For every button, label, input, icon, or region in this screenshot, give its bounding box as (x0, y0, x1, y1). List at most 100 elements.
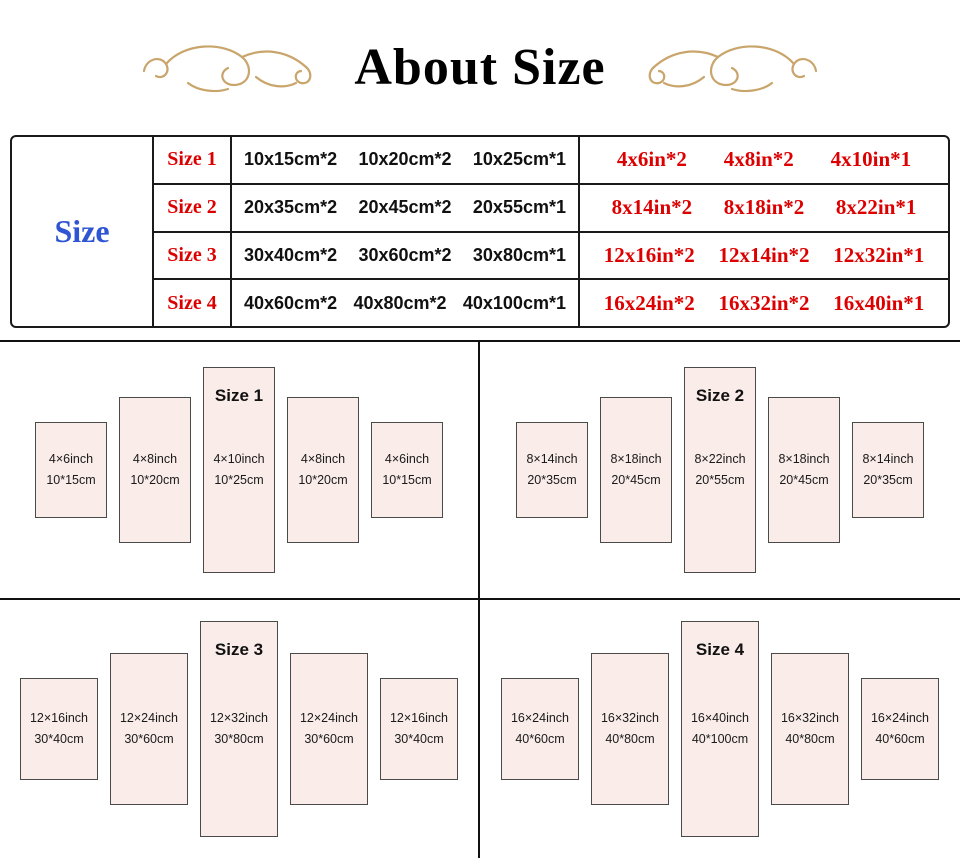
piece-cm-label: 30*60cm (124, 732, 174, 746)
inch-value: 4x10in*1 (830, 147, 912, 172)
inch-value: 8x22in*1 (835, 195, 917, 220)
piece-inch-label: 4×8inch (132, 451, 178, 466)
diagram-title: Size 3 (214, 640, 264, 659)
piece-cm-label: 20*35cm (863, 473, 913, 487)
piece-cm-label: 10*20cm (298, 473, 348, 487)
size-row-label: Size 1 (154, 137, 232, 183)
piece-inch-label: 4×8inch (300, 451, 346, 466)
size-2-diagram: 8×14inch 20*35cm 8×18inch 20*45cm Size 2… (480, 342, 960, 600)
cm-value: 10x25cm*1 (472, 149, 566, 170)
piece-cm-label: 20*55cm (695, 473, 745, 487)
inch-value: 12x14in*2 (718, 242, 810, 267)
canvas-piece: 8×14inch 20*35cm (516, 422, 588, 518)
size-row-cm-values: 30x40cm*2 30x60cm*2 30x80cm*1 (232, 232, 580, 279)
size-row-cm-values: 10x15cm*2 10x20cm*2 10x25cm*1 (232, 137, 580, 183)
inch-value: 12x16in*2 (603, 242, 695, 267)
piece-inch-label: 8×18inch (778, 451, 830, 466)
size-3-diagram: 12×16inch 30*40cm 12×24inch 30*60cm Size… (0, 600, 480, 858)
size-row-label: Size 2 (154, 184, 232, 231)
canvas-piece: 16×24inch 40*60cm (501, 678, 579, 780)
piece-inch-label: 4×6inch (384, 451, 430, 466)
canvas-piece: 4×8inch 10*20cm (119, 397, 191, 543)
piece-inch-label: 8×18inch (610, 451, 662, 466)
piece-cm-label: 10*15cm (46, 473, 96, 487)
size-row-cm-values: 20x35cm*2 20x45cm*2 20x55cm*1 (232, 184, 580, 231)
table-row: Size 2 20x35cm*2 20x45cm*2 20x55cm*1 8x1… (154, 184, 948, 233)
table-row: Size 1 10x15cm*2 10x20cm*2 10x25cm*1 4x6… (154, 137, 948, 185)
table-row: Size 3 30x40cm*2 30x60cm*2 30x80cm*1 12x… (154, 232, 948, 281)
piece-inch-label: 12×16inch (389, 710, 449, 725)
canvas-piece: 16×24inch 40*60cm (861, 678, 939, 780)
piece-inch-label: 12×32inch (209, 710, 269, 725)
piece-cm-label: 20*45cm (611, 473, 661, 487)
size-diagram-grid: 4×6inch 10*15cm 4×8inch 10*20cm Size 1 4… (0, 340, 960, 858)
table-row: Size 4 40x60cm*2 40x80cm*2 40x100cm*1 16… (154, 280, 948, 326)
inch-value: 16x24in*2 (603, 290, 695, 315)
piece-cm-label: 10*25cm (214, 473, 264, 487)
piece-cm-label: 40*100cm (691, 732, 749, 746)
piece-inch-label: 12×24inch (299, 710, 359, 725)
size-row-label: Size 4 (154, 280, 232, 326)
size-1-diagram: 4×6inch 10*15cm 4×8inch 10*20cm Size 1 4… (0, 342, 480, 600)
inch-value: 8x18in*2 (723, 195, 805, 220)
canvas-piece: 16×32inch 40*80cm (591, 653, 669, 805)
piece-inch-label: 16×32inch (600, 710, 660, 725)
inch-value: 16x40in*1 (833, 290, 925, 315)
size-row-inch-values: 12x16in*2 12x14in*2 12x32in*1 (580, 233, 948, 279)
cm-value: 40x60cm*2 (244, 292, 338, 313)
canvas-piece-center: Size 4 16×40inch 40*100cm (681, 621, 759, 837)
cm-value: 30x80cm*1 (472, 244, 566, 265)
cm-value: 20x35cm*2 (244, 197, 338, 218)
cm-value: 20x45cm*2 (358, 197, 452, 218)
canvas-piece: 16×32inch 40*80cm (771, 653, 849, 805)
piece-cm-label: 10*15cm (382, 473, 432, 487)
inch-value: 12x32in*1 (833, 242, 925, 267)
size-row-cm-values: 40x60cm*2 40x80cm*2 40x100cm*1 (232, 280, 580, 326)
canvas-piece-center: Size 2 8×22inch 20*55cm (684, 367, 756, 573)
piece-cm-label: 30*60cm (304, 732, 354, 746)
cm-value: 30x40cm*2 (244, 244, 338, 265)
cm-value: 40x80cm*2 (353, 292, 447, 313)
piece-cm-label: 40*60cm (875, 732, 925, 746)
flourish-right-icon (634, 33, 824, 103)
diagram-title: Size 1 (214, 386, 264, 405)
piece-inch-label: 8×14inch (526, 451, 578, 466)
canvas-piece: 12×16inch 30*40cm (380, 678, 458, 780)
size-4-diagram: 16×24inch 40*60cm 16×32inch 40*80cm Size… (480, 600, 960, 858)
piece-cm-label: 30*40cm (34, 732, 84, 746)
canvas-piece: 8×14inch 20*35cm (852, 422, 924, 518)
piece-cm-label: 40*80cm (785, 732, 835, 746)
piece-cm-label: 10*20cm (130, 473, 180, 487)
piece-inch-label: 4×6inch (48, 451, 94, 466)
diagram-title: Size 2 (695, 386, 745, 405)
piece-inch-label: 16×32inch (780, 710, 840, 725)
piece-cm-label: 30*80cm (214, 732, 264, 746)
cm-value: 30x60cm*2 (358, 244, 452, 265)
size-row-inch-values: 8x14in*2 8x18in*2 8x22in*1 (580, 185, 948, 231)
cm-value: 10x20cm*2 (358, 149, 452, 170)
flourish-left-icon (136, 33, 326, 103)
piece-inch-label: 4×10inch (213, 451, 265, 466)
canvas-piece: 12×24inch 30*60cm (290, 653, 368, 805)
header: About Size (0, 0, 960, 135)
cm-value: 40x100cm*1 (462, 292, 566, 313)
canvas-piece: 4×6inch 10*15cm (35, 422, 107, 518)
size-table: Size Size 1 10x15cm*2 10x20cm*2 10x25cm*… (10, 135, 950, 328)
inch-value: 4x6in*2 (616, 147, 687, 172)
size-row-inch-values: 4x6in*2 4x8in*2 4x10in*1 (580, 137, 948, 183)
piece-cm-label: 40*80cm (605, 732, 655, 746)
cm-value: 10x15cm*2 (244, 149, 338, 170)
piece-inch-label: 8×22inch (694, 451, 746, 466)
size-table-rows: Size 1 10x15cm*2 10x20cm*2 10x25cm*1 4x6… (154, 137, 948, 326)
piece-inch-label: 8×14inch (862, 451, 914, 466)
piece-inch-label: 12×24inch (119, 710, 179, 725)
piece-inch-label: 16×24inch (870, 710, 930, 725)
canvas-piece: 12×16inch 30*40cm (20, 678, 98, 780)
size-row-inch-values: 16x24in*2 16x32in*2 16x40in*1 (580, 280, 948, 326)
inch-value: 8x14in*2 (611, 195, 693, 220)
inch-value: 16x32in*2 (718, 290, 810, 315)
canvas-piece: 8×18inch 20*45cm (600, 397, 672, 543)
piece-cm-label: 40*60cm (515, 732, 565, 746)
cm-value: 20x55cm*1 (472, 197, 566, 218)
piece-inch-label: 16×40inch (690, 710, 750, 725)
